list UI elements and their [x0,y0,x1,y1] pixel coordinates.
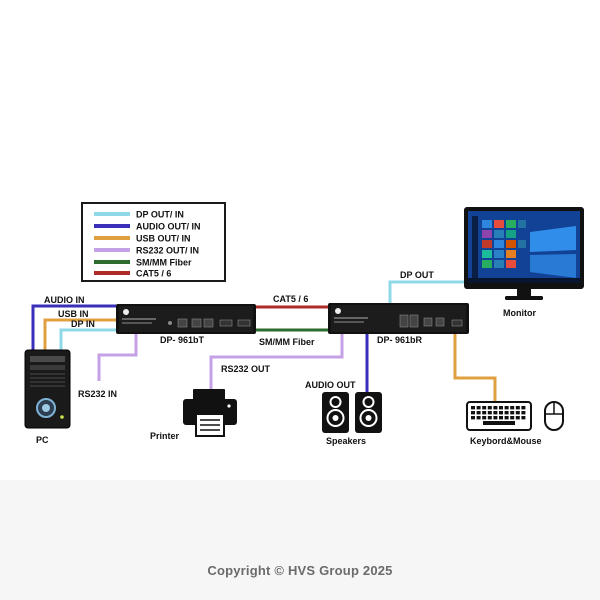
printer-icon [183,389,237,437]
keyboard-key [487,416,492,420]
windows-logo-icon [530,226,576,252]
keyboard-key [476,416,481,420]
label-audio-out: AUDIO OUT [305,380,356,390]
label-pc: PC [36,435,49,445]
keyboard-key [476,411,481,415]
label-monitor: Monitor [503,308,536,318]
keyboard-key [499,411,503,415]
label-dp-in: DP IN [71,319,95,329]
power-led-icon [60,415,64,419]
keyboard-key [487,411,492,415]
label-dp-out: DP OUT [400,270,434,280]
keyboard-key [471,411,475,415]
legend-label-fiber: SM/MM Fiber [136,258,192,268]
cable-audio-in [31,304,118,350]
taskbar [468,278,580,283]
mouse-icon [544,401,564,431]
legend-label-usb: USB OUT/ IN [136,234,191,244]
copyright-text: Copyright © HVS Group 2025 [207,563,393,578]
keyboard-key [521,406,526,410]
label-fiber: SM/MM Fiber [259,337,315,347]
port-icon [177,318,188,328]
keyboard-key [482,416,487,420]
legend: DP OUT/ IN AUDIO OUT/ IN USB OUT/ IN RS2… [81,202,226,282]
keyboard-key [471,406,475,410]
keyboard-key [504,416,509,420]
keyboard-key [487,406,492,410]
label-keyboard-mouse: Keybord&Mouse [470,436,542,446]
receiver-unit [328,303,469,334]
label-rs232-in: RS232 IN [78,389,117,399]
keyboard-key [476,406,481,410]
cable-usb-in [43,318,118,350]
keyboard-key [499,416,503,420]
logo-icon [123,309,129,315]
label-transmitter: DP- 961bT [160,335,205,345]
cable-dp-out [388,276,475,303]
label-usb-in: USB IN [58,309,89,319]
port-icon [409,314,419,328]
port-icon [191,318,202,328]
keyboard-key [493,416,498,420]
keyboard-key [521,411,526,415]
cable-usb-out [453,334,497,402]
label-printer: Printer [150,431,180,441]
speakers-icon [322,392,382,433]
keyboard-key [482,406,487,410]
keyboard-key [471,416,475,420]
keyboard-key [515,411,520,415]
monitor [464,207,584,300]
keyboard-key [510,406,515,410]
legend-label-dp: DP OUT/ IN [136,210,184,220]
logo-icon [335,308,341,314]
port-icon [423,317,433,327]
port-icon [203,318,214,328]
keyboard-key [504,411,509,415]
cable-dp-in [59,328,118,352]
keyboard-key [493,406,498,410]
label-cat: CAT5 / 6 [273,294,308,304]
pc-tower [24,349,71,429]
keyboard-key [521,416,526,420]
cable-rs232-out [209,334,344,398]
keyboard-key [504,406,509,410]
keyboard-key [482,411,487,415]
transmitter-unit [116,304,256,334]
keyboard-spacebar [483,421,515,425]
label-speakers: Speakers [326,436,366,446]
keyboard-icon [466,401,532,431]
cable-rs232-in [97,334,138,381]
keyboard-key [515,416,520,420]
keyboard-key [515,406,520,410]
label-audio-in: AUDIO IN [44,295,85,305]
cables [31,276,497,402]
legend-label-cat: CAT5 / 6 [136,269,171,279]
legend-label-audio: AUDIO OUT/ IN [136,222,201,232]
keyboard-key [510,411,515,415]
legend-label-rs232: RS232 OUT/ IN [136,246,199,256]
port-icon [219,319,233,327]
footer-band [0,480,600,600]
keyboard-key [510,416,515,420]
label-receiver: DP- 961bR [377,335,423,345]
keyboard-key [493,411,498,415]
monitor-neck [517,289,531,297]
keyboard-key [499,406,503,410]
port-icon [435,317,445,327]
monitor-stand [505,296,543,300]
port-icon [451,319,463,327]
port-icon [237,319,251,327]
label-rs232-out: RS232 OUT [221,364,271,374]
port-icon [399,314,409,328]
